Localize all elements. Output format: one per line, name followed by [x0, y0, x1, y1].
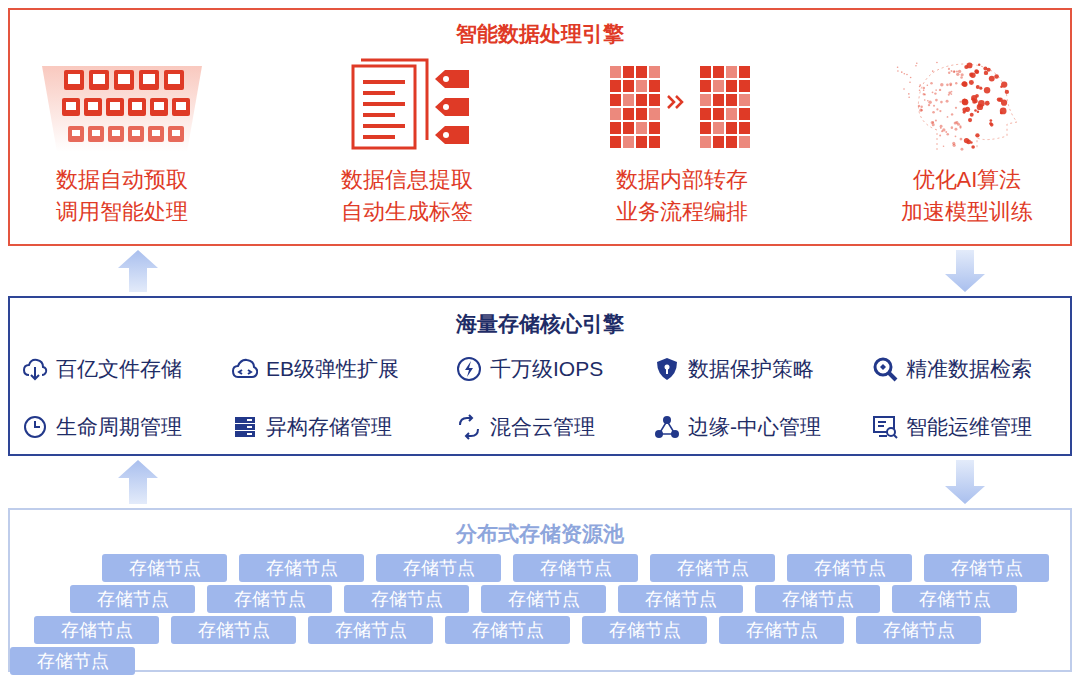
- feature-item: 精准数据检索: [872, 354, 1032, 384]
- panel-title: 分布式存储资源池: [10, 510, 1070, 548]
- feature-label: 生命周期管理: [56, 413, 182, 441]
- storage-node: 存储节点: [513, 554, 638, 582]
- node-label: 存储节点: [540, 556, 612, 580]
- node-label: 存储节点: [61, 618, 133, 642]
- feature-item: 异构存储管理: [232, 412, 392, 442]
- resource-pool-panel: 分布式存储资源池存储节点存储节点存储节点存储节点存储节点存储节点存储节点存储节点…: [8, 508, 1072, 672]
- engine-panel: 智能数据处理引擎数据自动预取 调用智能处理 数据信息提取 自动生成标签 数据内部转存…: [8, 8, 1072, 246]
- storage-node: 存储节点: [70, 585, 195, 613]
- node-label: 存储节点: [508, 587, 580, 611]
- feature-item: 智能运维管理: [872, 412, 1032, 442]
- process-step: 数据信息提取 自动生成标签: [307, 52, 507, 238]
- process-step: 数据自动预取 调用智能处理: [22, 52, 222, 238]
- panel-title: 海量存储核心引擎: [10, 298, 1070, 338]
- storage-node: 存储节点: [10, 647, 135, 675]
- node-label: 存储节点: [782, 587, 854, 611]
- feature-icon: [22, 356, 48, 382]
- storage-node: 存储节点: [171, 616, 296, 644]
- file-funnel: [42, 66, 202, 152]
- process-step: 数据内部转存 业务流程编排: [582, 52, 782, 238]
- storage-node: 存储节点: [344, 585, 469, 613]
- node-label: 存储节点: [951, 556, 1023, 580]
- node-label: 存储节点: [403, 556, 475, 580]
- step-illustration: [867, 52, 1067, 156]
- flow-arrow: [945, 460, 985, 504]
- node-label: 存储节点: [919, 587, 991, 611]
- process-step: 优化AI算法 加速模型训练: [867, 52, 1067, 238]
- step-illustration: [582, 52, 782, 156]
- feature-icon: [456, 414, 482, 440]
- step-caption: 数据自动预取 调用智能处理: [54, 164, 190, 228]
- node-label: 存储节点: [609, 618, 681, 642]
- flow-arrow: [118, 250, 158, 292]
- storage-node: 存储节点: [239, 554, 364, 582]
- feature-item: 千万级IOPS: [456, 354, 603, 384]
- feature-item: 混合云管理: [456, 412, 595, 442]
- storage-node: 存储节点: [719, 616, 844, 644]
- storage-node: 存储节点: [376, 554, 501, 582]
- flow-arrow: [118, 460, 158, 504]
- feature-label: EB级弹性扩展: [266, 355, 399, 383]
- node-label: 存储节点: [814, 556, 886, 580]
- feature-icon: [22, 414, 48, 440]
- node-label: 存储节点: [97, 587, 169, 611]
- feature-label: 智能运维管理: [906, 413, 1032, 441]
- feature-icon: [456, 356, 482, 382]
- feature-icon: [654, 356, 680, 382]
- storage-node: 存储节点: [787, 554, 912, 582]
- storage-node: 存储节点: [650, 554, 775, 582]
- node-label: 存储节点: [677, 556, 749, 580]
- node-label: 存储节点: [266, 556, 338, 580]
- step-caption: 数据信息提取 自动生成标签: [339, 164, 475, 228]
- node-label: 存储节点: [335, 618, 407, 642]
- feature-item: 生命周期管理: [22, 412, 182, 442]
- node-label: 存储节点: [37, 649, 109, 673]
- feature-icon: [232, 356, 258, 382]
- storage-node: 存储节点: [207, 585, 332, 613]
- node-label: 存储节点: [234, 587, 306, 611]
- feature-label: 混合云管理: [490, 413, 595, 441]
- storage-node: 存储节点: [445, 616, 570, 644]
- node-label: 存储节点: [883, 618, 955, 642]
- storage-node: 存储节点: [924, 554, 1049, 582]
- feature-item: 百亿文件存储: [22, 354, 182, 384]
- storage-node: 存储节点: [481, 585, 606, 613]
- feature-label: 异构存储管理: [266, 413, 392, 441]
- feature-label: 边缘-中心管理: [688, 413, 821, 441]
- storage-node: 存储节点: [755, 585, 880, 613]
- feature-label: 精准数据检索: [906, 355, 1032, 383]
- feature-item: EB级弹性扩展: [232, 354, 399, 384]
- step-caption: 优化AI算法 加速模型训练: [899, 164, 1035, 228]
- feature-icon: [654, 414, 680, 440]
- feature-label: 数据保护策略: [688, 355, 814, 383]
- node-label: 存储节点: [472, 618, 544, 642]
- feature-label: 千万级IOPS: [490, 355, 603, 383]
- feature-item: 边缘-中心管理: [654, 412, 821, 442]
- feature-icon: [232, 414, 258, 440]
- feature-item: 数据保护策略: [654, 354, 814, 384]
- feature-icon: [872, 356, 898, 382]
- node-label: 存储节点: [129, 556, 201, 580]
- storage-node: 存储节点: [34, 616, 159, 644]
- node-label: 存储节点: [746, 618, 818, 642]
- panel-title: 智能数据处理引擎: [10, 10, 1070, 48]
- storage-node: 存储节点: [856, 616, 981, 644]
- storage-node: 存储节点: [582, 616, 707, 644]
- feature-label: 百亿文件存储: [56, 355, 182, 383]
- feature-icon: [872, 414, 898, 440]
- storage-node: 存储节点: [618, 585, 743, 613]
- step-caption: 数据内部转存 业务流程编排: [614, 164, 750, 228]
- node-label: 存储节点: [198, 618, 270, 642]
- node-label: 存储节点: [371, 587, 443, 611]
- storage-node: 存储节点: [892, 585, 1017, 613]
- step-illustration: [307, 52, 507, 156]
- step-illustration: [22, 52, 222, 156]
- node-label: 存储节点: [645, 587, 717, 611]
- storage-node: 存储节点: [102, 554, 227, 582]
- storage-node: 存储节点: [308, 616, 433, 644]
- flow-arrow: [945, 250, 985, 292]
- engine-panel: 海量存储核心引擎百亿文件存储 EB级弹性扩展 千万级IOPS 数据保护策略 精准数据检索…: [8, 296, 1072, 456]
